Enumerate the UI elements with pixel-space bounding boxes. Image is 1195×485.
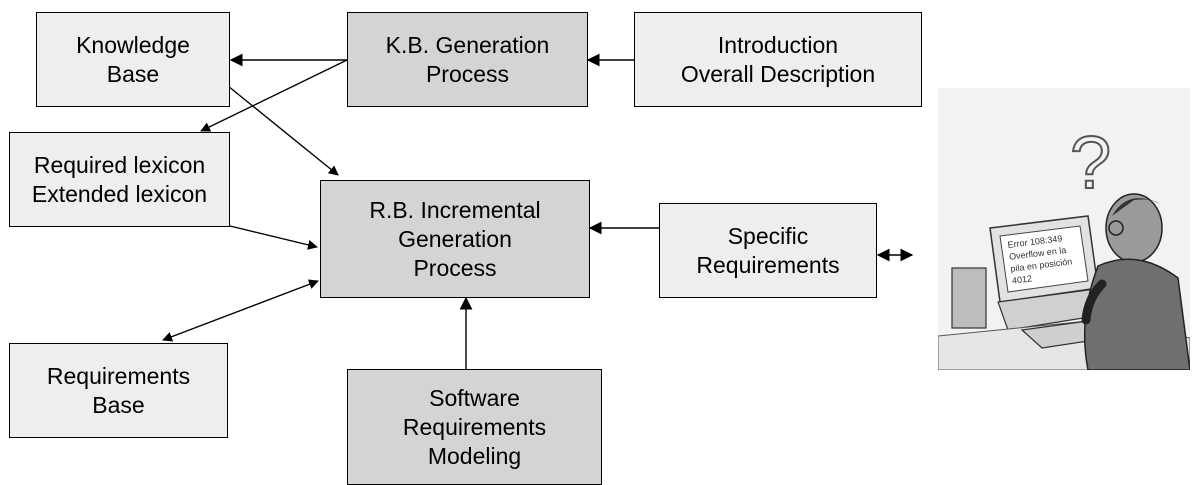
specific-requirements-line-2: Requirements bbox=[696, 251, 840, 278]
knowledge-base-line-2: Base bbox=[106, 60, 160, 87]
modeling-line-1: Software bbox=[429, 384, 520, 411]
arrow-knowledge-base-to-rb bbox=[227, 85, 339, 176]
arrow-kbgen-to-lexicon bbox=[200, 59, 348, 132]
introduction-line-2: Overall Description bbox=[680, 60, 876, 87]
kb-generation-line-1: K.B. Generation bbox=[385, 31, 550, 58]
arrow-requirements-base-rb bbox=[162, 279, 319, 342]
modeling-line-2: Requirements bbox=[402, 413, 547, 440]
knowledge-base-line-1: Knowledge bbox=[76, 31, 190, 58]
speaker-icon bbox=[951, 267, 987, 329]
question-mark-icon: ? bbox=[1070, 121, 1111, 204]
person-head bbox=[1105, 193, 1163, 263]
modeling-line-3: Modeling bbox=[427, 442, 522, 469]
kb-generation-line-2: Process bbox=[425, 60, 510, 87]
person-hair bbox=[1112, 198, 1160, 216]
rb-incremental-line-1: R.B. Incremental bbox=[369, 196, 541, 223]
person-body bbox=[1083, 258, 1190, 370]
arrow-lexicon-to-rb bbox=[229, 225, 318, 250]
monitor-screen bbox=[999, 225, 1089, 293]
introduction-line-1: Introduction bbox=[717, 31, 839, 58]
user-at-computer-illustration: ? Error 108:349 Overflow en la pila en p… bbox=[938, 88, 1190, 370]
rb-incremental-line-2: Generation bbox=[398, 225, 512, 252]
lexicon-line-1: Required lexicon bbox=[33, 151, 206, 178]
glasses-icon bbox=[1108, 220, 1124, 236]
rb-incremental-line-3: Process bbox=[413, 254, 497, 281]
person-arm bbox=[1081, 279, 1107, 325]
requirements-base-line-2: Base bbox=[92, 391, 145, 418]
specific-requirements-line-1: Specific bbox=[727, 222, 809, 249]
requirements-base-line-1: Requirements bbox=[46, 362, 191, 389]
lexicon-line-2: Extended lexicon bbox=[31, 180, 208, 207]
